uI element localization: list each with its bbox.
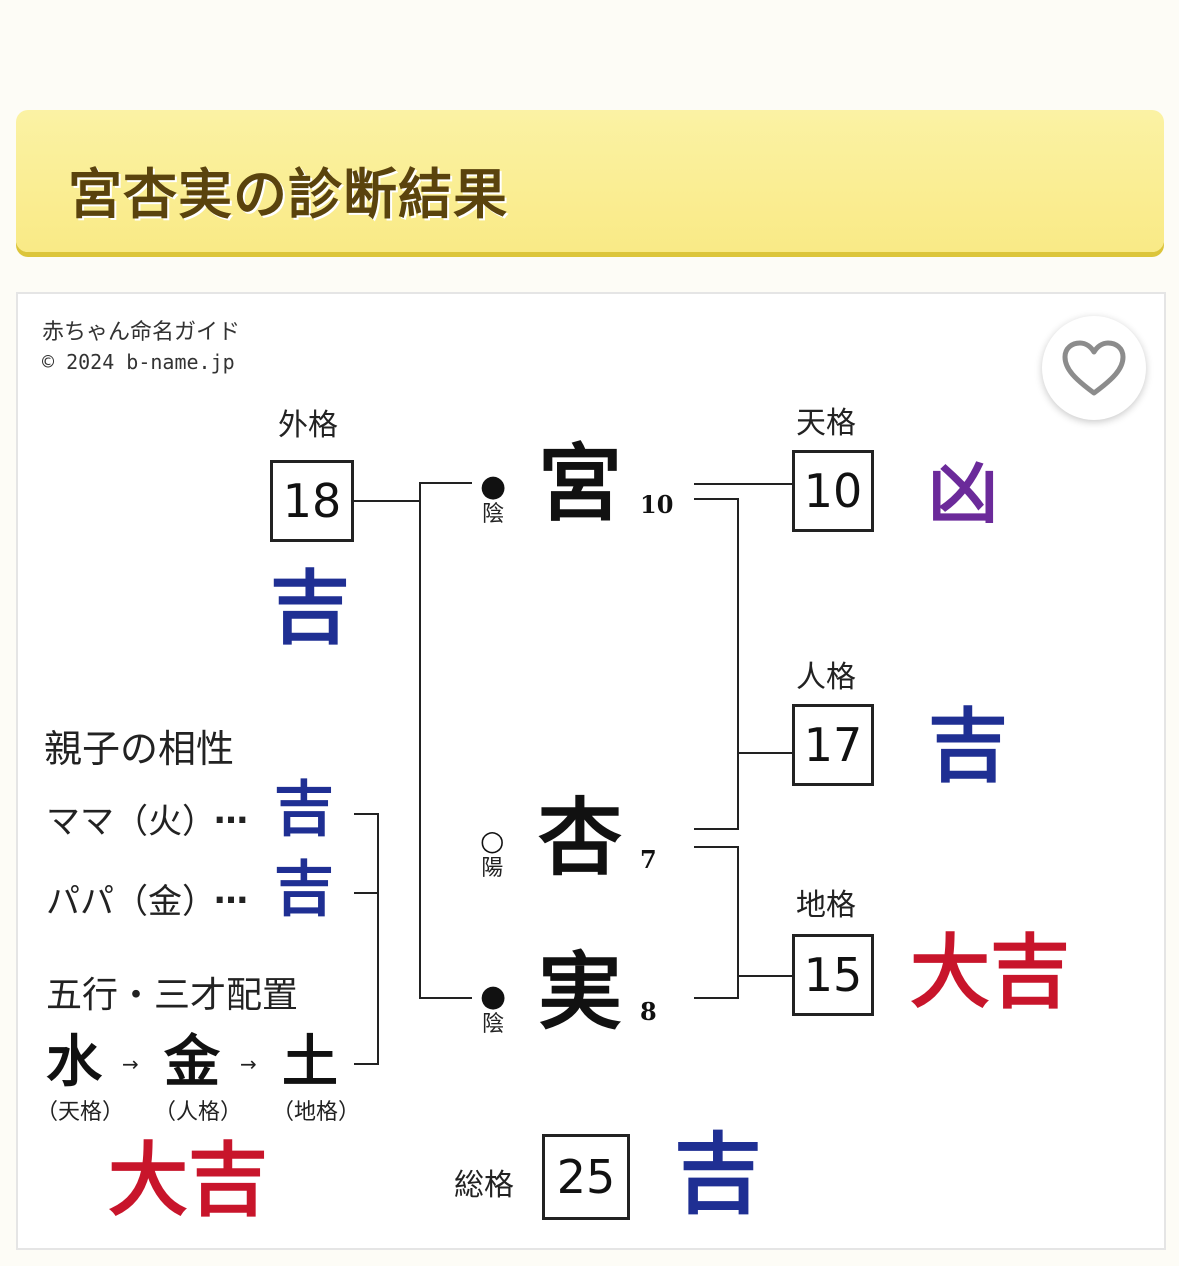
compat-mama-dots: … — [214, 792, 248, 832]
heart-icon — [1062, 340, 1126, 396]
connector-lines — [352, 482, 792, 1065]
gogyo-arrow-1: → — [122, 1052, 139, 1076]
jinkaku-fortune: 吉 — [928, 699, 1008, 793]
compat-papa-dots: … — [214, 872, 248, 912]
soukaku-label: 総格 — [454, 1168, 514, 1203]
gaikaku-box: 18 — [270, 460, 354, 542]
tenkaku-fortune: 凶 — [928, 451, 998, 534]
gogyo-element-2-sub: （人格） — [154, 1100, 243, 1125]
gogyo-fortune: 大吉 — [108, 1133, 268, 1227]
stroke-count-2: 7 — [640, 845, 657, 874]
watermark-copyright: © 2024 b-name.jp — [42, 350, 235, 374]
compat-papa-fortune: 吉 — [274, 855, 334, 925]
gaikaku-fortune: 吉 — [270, 561, 350, 655]
chikaku-box: 15 — [792, 934, 874, 1016]
compat-mama-fortune: 吉 — [274, 775, 334, 845]
stroke-count-3: 8 — [640, 997, 657, 1026]
gogyo-element-3: 土 — [282, 1029, 338, 1095]
compat-title: 親子の相性 — [44, 727, 235, 771]
name-char-1: 宮 — [538, 434, 623, 533]
tenkaku-box: 10 — [792, 450, 874, 532]
diagnosis-panel: 赤ちゃん命名ガイド © 2024 b-name.jp 外格 18 吉 — [16, 292, 1166, 1250]
tenkaku-label: 天格 — [796, 406, 856, 441]
favorite-button[interactable] — [1042, 316, 1146, 420]
gaikaku-label: 外格 — [278, 408, 338, 443]
polarity-2: ○ 陽 — [480, 824, 505, 881]
jinkaku-box: 17 — [792, 704, 874, 786]
compat-mama-label: ママ（火） — [46, 802, 216, 842]
gogyo-element-3-sub: （地格） — [272, 1100, 361, 1125]
watermark-site: 赤ちゃん命名ガイド — [42, 320, 241, 345]
name-char-3: 実 — [538, 942, 623, 1041]
gogyo-title: 五行・三才配置 — [46, 975, 299, 1016]
gogyo-arrow-2: → — [240, 1052, 257, 1076]
gogyo-element-1: 水 — [46, 1029, 102, 1095]
chikaku-label: 地格 — [796, 888, 856, 923]
result-header: 宮杏実の診断結果 — [16, 110, 1164, 252]
stroke-count-1: 10 — [640, 490, 674, 519]
compat-papa-label: パパ（金） — [46, 882, 216, 922]
jinkaku-label: 人格 — [796, 660, 856, 695]
soukaku-fortune: 吉 — [674, 1122, 763, 1226]
gogyo-element-1-sub: （天格） — [36, 1100, 125, 1125]
polarity-1: ● 陰 — [480, 469, 507, 527]
chikaku-fortune: 大吉 — [910, 925, 1070, 1019]
polarity-3: ● 陰 — [480, 979, 507, 1037]
name-char-2: 杏 — [538, 788, 623, 887]
soukaku-box: 25 — [542, 1134, 630, 1220]
page-title: 宮杏実の診断結果 — [68, 163, 508, 226]
gogyo-element-2: 金 — [164, 1029, 220, 1095]
